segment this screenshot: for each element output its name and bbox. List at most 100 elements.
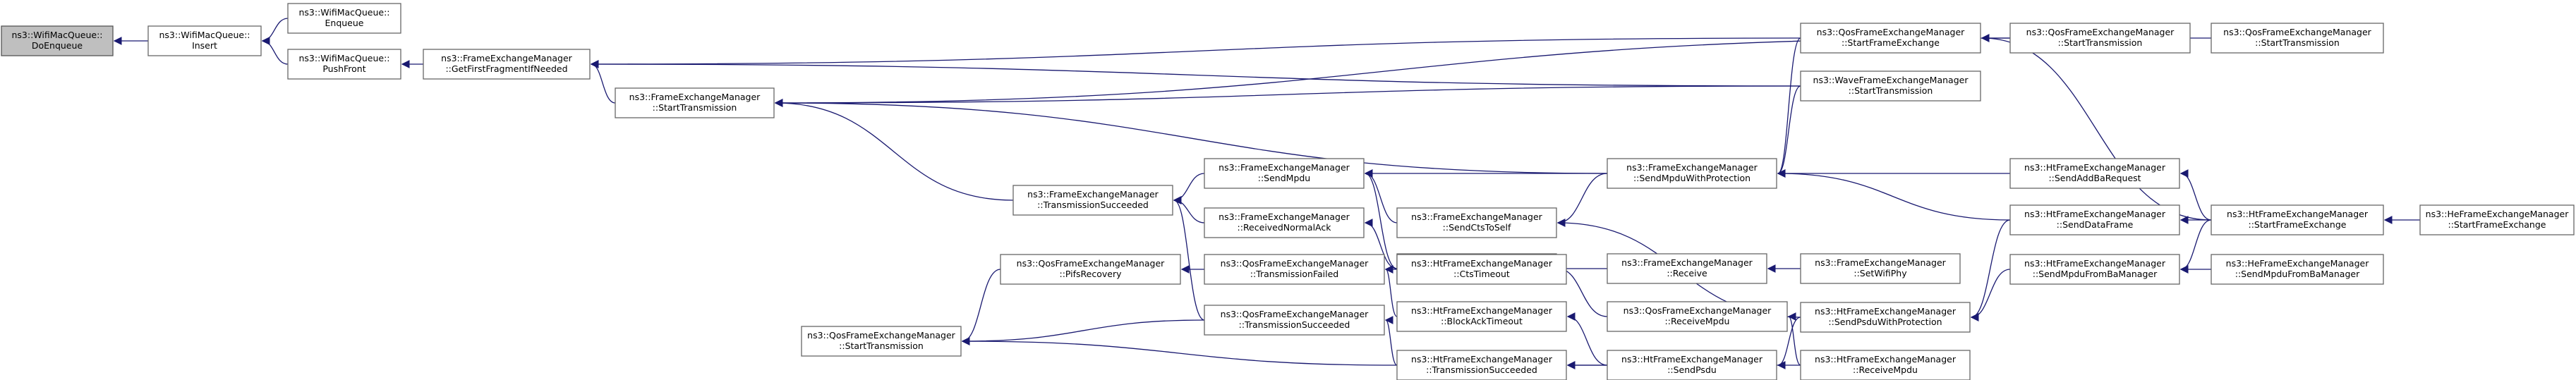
node-ns3-frameexchangemanager-receivednormalack-n13[interactable]: ns3::FrameExchangeManager::ReceivedNorma…	[1204, 207, 1365, 238]
edge-line	[590, 60, 616, 104]
node-ns3-wifimacqueue-enqueue-n2[interactable]: ns3::WifiMacQueue::Enqueue	[287, 3, 401, 34]
node-ns3-frameexchangemanager-sendmpduwithprotection-n9[interactable]: ns3::FrameExchangeManager::SendMpduWithP…	[1607, 158, 1777, 189]
edge-n14-to-n12	[1364, 169, 1398, 223]
node-label-line: ::TransmissionFailed	[1250, 269, 1338, 279]
node-label-line: Insert	[192, 40, 217, 51]
node-ns3-htframeexchangemanager-ctstimeout-n22[interactable]: ns3::HtFrameExchangeManager::CtsTimeout	[1396, 254, 1567, 285]
edge-line	[590, 37, 1801, 68]
node-label-line: ::StartTransmission	[839, 341, 924, 351]
edge-line	[1173, 196, 1205, 223]
edge-line	[774, 99, 1014, 201]
node-ns3-frameexchangemanager-sendctstoself-n14[interactable]: ns3::FrameExchangeManager::SendCtsToSelf	[1396, 207, 1557, 238]
node-label-line: ns3::FrameExchangeManager	[441, 53, 572, 63]
node-box	[2009, 158, 2180, 189]
nodes-layer: ns3::WifiMacQueue::DoEnqueuens3::WifiMac…	[1, 3, 2575, 380]
edge-n29-to-n9	[1777, 169, 2011, 221]
node-ns3-htframeexchangemanager-senddataframe-n29[interactable]: ns3::HtFrameExchangeManager::SendDataFra…	[2009, 204, 2180, 235]
node-ns3-htframeexchangemanager-sendpsdu-n25[interactable]: ns3::HtFrameExchangeManager::SendPsdu	[1607, 350, 1777, 380]
edge-n12-to-n10	[1173, 173, 1205, 204]
node-label-line: ns3::HtFrameExchangeManager	[1815, 306, 1957, 317]
node-ns3-qosframeexchangemanager-receivempdu-n21[interactable]: ns3::QosFrameExchangeManager::ReceiveMpd…	[1607, 301, 1788, 332]
node-box	[2211, 254, 2384, 285]
node-ns3-htframeexchangemanager-transmissionsucceeded-n24[interactable]: ns3::HtFrameExchangeManager::Transmissio…	[1396, 350, 1567, 380]
node-ns3-frameexchangemanager-getfirstfragmentifneeded-n4[interactable]: ns3::FrameExchangeManager::GetFirstFragm…	[423, 49, 591, 80]
node-box	[1800, 253, 1961, 284]
node-box	[2419, 204, 2575, 235]
node-box	[1800, 71, 1981, 102]
node-label-line: ::StartFrameExchange	[1842, 37, 1940, 48]
edge-line	[2179, 219, 2212, 274]
node-ns3-heframeexchangemanager-startframeexchange-n32[interactable]: ns3::HeFrameExchangeManager::StartFrameE…	[2419, 204, 2575, 235]
node-ns3-frameexchangemanager-receive-n16[interactable]: ns3::FrameExchangeManager::Receive	[1607, 253, 1767, 284]
node-ns3-qosframeexchangemanager-starttransmission-n7[interactable]: ns3::QosFrameExchangeManager::StartTrans…	[2009, 23, 2191, 54]
node-ns3-qosframeexchangemanager-transmissionsucceeded-n20[interactable]: ns3::QosFrameExchangeManager::Transmissi…	[1204, 305, 1385, 336]
node-label-line: ::StartTransmission	[2058, 37, 2143, 48]
node-ns3-htframeexchangemanager-blockacktimeout-n23[interactable]: ns3::HtFrameExchangeManager::BlockAckTim…	[1396, 301, 1567, 332]
node-ns3-htframeexchangemanager-sendaddbarequest-n28[interactable]: ns3::HtFrameExchangeManager::SendAddBaRe…	[2009, 158, 2180, 189]
node-box	[1, 25, 114, 56]
node-label-line: ::StartTransmission	[653, 102, 737, 113]
edge-n23-to-n19	[1384, 265, 1398, 317]
node-ns3-frameexchangemanager-sendmpdu-n12[interactable]: ns3::FrameExchangeManager::SendMpdu	[1204, 158, 1365, 189]
node-ns3-wifimacqueue-insert-n1[interactable]: ns3::WifiMacQueue::Insert	[147, 25, 262, 56]
node-box	[1204, 207, 1365, 238]
edge-line	[1970, 269, 2011, 321]
node-label-line: ::StartTransmission	[2255, 37, 2340, 48]
node-label-line: ns3::QosFrameExchangeManager	[1817, 27, 1965, 37]
node-label-line: ns3::HtFrameExchangeManager	[1411, 354, 1553, 364]
node-label-line: ::ReceivedNormalAck	[1238, 222, 1332, 233]
node-label-line: ::ReceiveMpdu	[1853, 364, 1918, 375]
node-box	[147, 25, 262, 56]
node-label-line: ::SendCtsToSelf	[1443, 222, 1511, 233]
node-ns3-htframeexchangemanager-sendpsduwithprotection-n27[interactable]: ns3::HtFrameExchangeManager::SendPsduWit…	[1800, 302, 1971, 333]
edge-n26-to-n21	[1787, 312, 1801, 366]
node-box	[2009, 254, 2180, 285]
node-box	[1012, 185, 1173, 216]
node-ns3-qosframeexchangemanager-startframeexchange-n6[interactable]: ns3::QosFrameExchangeManager::StartFrame…	[1800, 23, 1981, 54]
node-ns3-wifimacqueue-pushfront-n3[interactable]: ns3::WifiMacQueue::PushFront	[287, 49, 401, 80]
edge-n9-to-n14	[1556, 173, 1608, 227]
node-box	[801, 326, 962, 357]
edge-line	[261, 18, 289, 45]
node-ns3-waveframeexchangemanager-starttransmission-n8[interactable]: ns3::WaveFrameExchangeManager::StartTran…	[1800, 71, 1981, 102]
node-ns3-htframeexchangemanager-sendmpdufrombamanager-n30[interactable]: ns3::HtFrameExchangeManager::SendMpduFro…	[2009, 254, 2180, 285]
node-ns3-frameexchangemanager-transmissionsucceeded-n10[interactable]: ns3::FrameExchangeManager::TransmissionS…	[1012, 185, 1173, 216]
node-ns3-htframeexchangemanager-receivempdu-n26[interactable]: ns3::HtFrameExchangeManager::ReceiveMpdu	[1800, 350, 1971, 380]
edge-line	[1970, 219, 2011, 321]
node-box	[287, 3, 401, 34]
edge-n6-to-n9	[1777, 37, 1801, 178]
node-label-line: ::BlockAckTimeout	[1441, 316, 1523, 326]
node-box	[2211, 204, 2384, 235]
edge-n24-to-n11	[961, 337, 1398, 366]
edge-n15-to-n12	[1364, 169, 1398, 269]
node-ns3-qosframeexchangemanager-pifsrecovery-n18[interactable]: ns3::QosFrameExchangeManager::PifsRecove…	[1000, 254, 1181, 285]
edge-line	[1364, 169, 1398, 269]
edge-n20-to-n11	[961, 319, 1205, 345]
node-box	[615, 87, 775, 118]
node-ns3-qosframeexchangemanager-starttransmission-n34[interactable]: ns3::QosFrameExchangeManager::StartTrans…	[2211, 23, 2384, 54]
node-label-line: ::SendMpdu	[1258, 173, 1310, 183]
node-label-line: DoEnqueue	[32, 40, 83, 51]
node-box	[1607, 301, 1788, 332]
node-label-line: ns3::FrameExchangeManager	[1626, 162, 1758, 173]
node-ns3-qosframeexchangemanager-starttransmission-n11[interactable]: ns3::QosFrameExchangeManager::StartTrans…	[801, 326, 962, 357]
node-label-line: ::SendMpduFromBaManager	[2033, 269, 2158, 279]
edge-n18-to-n11	[961, 269, 1001, 345]
node-ns3-wifimacqueue-doenqueue-n0[interactable]: ns3::WifiMacQueue::DoEnqueue	[1, 25, 114, 56]
node-ns3-qosframeexchangemanager-transmissionfailed-n19[interactable]: ns3::QosFrameExchangeManager::Transmissi…	[1204, 254, 1385, 285]
node-ns3-heframeexchangemanager-sendmpdufrombamanager-n33[interactable]: ns3::HeFrameExchangeManager::SendMpduFro…	[2211, 254, 2384, 285]
node-box	[1204, 254, 1385, 285]
node-label-line: ::SendPsdu	[1667, 364, 1717, 375]
edge-n31-to-n6	[1981, 34, 2212, 221]
node-ns3-frameexchangemanager-setwifiphy-n17[interactable]: ns3::FrameExchangeManager::SetWifiPhy	[1800, 253, 1961, 284]
edge-line	[774, 37, 2011, 107]
node-label-line: ns3::WifiMacQueue::	[159, 30, 250, 40]
node-box	[1607, 350, 1777, 380]
node-ns3-htframeexchangemanager-startframeexchange-n31[interactable]: ns3::HtFrameExchangeManager::StartFrameE…	[2211, 204, 2384, 235]
node-label-line: ns3::HtFrameExchangeManager	[1411, 305, 1553, 316]
edge-n27-to-n25	[1777, 317, 1801, 369]
node-ns3-frameexchangemanager-starttransmission-n5[interactable]: ns3::FrameExchangeManager::StartTransmis…	[615, 87, 775, 118]
edge-n20-to-n10	[1173, 196, 1205, 321]
edge-n6-to-n4	[590, 37, 1801, 68]
node-box	[423, 49, 591, 80]
